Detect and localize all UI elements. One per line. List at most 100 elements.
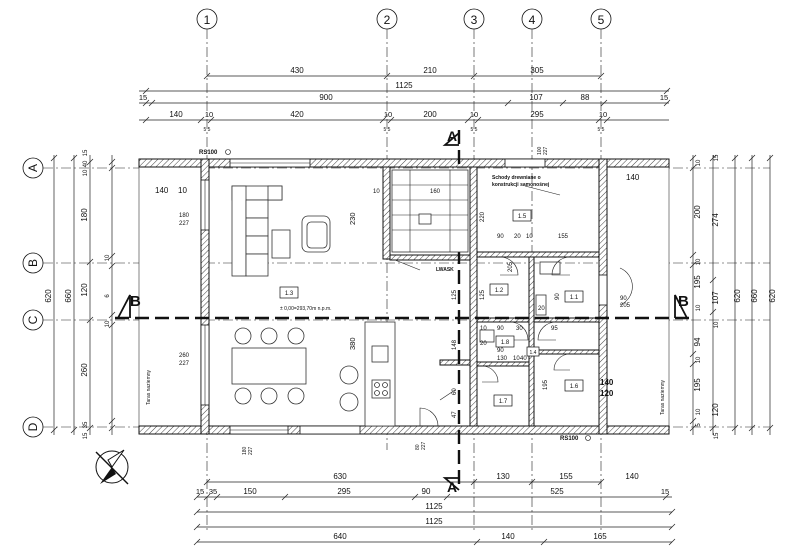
int-dim-220: 220 (480, 211, 486, 222)
dim-top-107: 107 (529, 93, 543, 102)
dimensions-left: 620 660 40 15 10 180 120 260 35 15 10 6 … (44, 149, 116, 439)
dim-bottom-630: 630 (333, 472, 347, 481)
stairs-note-line-2: konstrukcji samonośnej (492, 182, 550, 188)
level-label: ± 0,00=293,70m n.p.m. (280, 306, 332, 312)
dim-bottom-140: 140 (625, 472, 639, 481)
dim-top-5a: 5 5 (204, 127, 211, 133)
room-1-4: 1.4 (530, 350, 537, 356)
int-dim-60: 60 (452, 388, 458, 395)
terrace-right-label: Taras naziemny (660, 379, 666, 415)
int-dim-160: 160 (430, 189, 441, 195)
dim-bottom-130: 130 (496, 472, 510, 481)
int-dim-205: 205 (508, 261, 514, 272)
int-dim-148: 148 (452, 339, 458, 350)
dim-right-195b: 195 (693, 378, 702, 392)
room-labels: 1.3 1.5 1.2 1.1 1.8 1.7 1.6 1.4 (279, 209, 584, 407)
room-1-8: 1.8 (501, 340, 510, 346)
dim-top-10a: 10 (205, 110, 213, 119)
dim-top-200: 200 (423, 110, 437, 119)
dim-bottom-525: 525 (550, 487, 564, 496)
dim-top-10d: 10 (599, 110, 607, 119)
dim-top-430: 430 (290, 66, 304, 75)
kitchen-counter (364, 321, 396, 427)
dim-left-mid-10b: 10 (105, 320, 111, 327)
dim-right-274: 274 (711, 213, 720, 227)
lwask-label: LWASK (436, 267, 454, 273)
dim-bottom-150: 150 (243, 487, 257, 496)
dim-top-5b: 5 5 (384, 127, 391, 133)
int-dim-130: 130 (497, 356, 508, 362)
window-note-5a: 90 (620, 296, 627, 302)
dim-left-660: 660 (64, 289, 73, 303)
dim-right-94: 94 (693, 337, 702, 346)
dim-left-10: 10 (83, 169, 89, 176)
dim-top-1125: 1125 (395, 81, 413, 90)
dim-right-5: 5 (696, 423, 702, 427)
bathroom-fixtures (479, 261, 561, 343)
terraces: Taras naziemny Taras naziemny (138, 165, 670, 429)
int-dim-95: 95 (551, 326, 558, 332)
int-dim-125a: 125 (452, 289, 458, 300)
dimensions-bottom: 630 130 155 140 15 35 150 295 90 525 15 … (193, 472, 676, 546)
window-note-2a: 260 (179, 353, 190, 359)
dining-chairs (234, 327, 305, 405)
axis-grid-top: 1 2 3 4 5 (196, 8, 612, 530)
int-dim-40: 40 (520, 356, 527, 362)
dimensions-right: 10 15 200 10 195 10 94 10 195 10 15 5 27… (689, 154, 777, 439)
north-arrow-icon (95, 449, 129, 485)
dim-top-5d: 5 5 (598, 127, 605, 133)
dim-right-15b: 15 (714, 432, 720, 439)
int-dim-20b: 20 (480, 341, 487, 347)
dim-right-200: 200 (693, 205, 702, 219)
dim-top-420: 420 (290, 110, 304, 119)
window-note-4a: 100 (537, 146, 543, 155)
dim-left-mid-6: 6 (105, 294, 111, 298)
axis-label-D: D (26, 422, 40, 431)
axis-label-5: 5 (598, 13, 605, 27)
room-1-6: 1.6 (570, 384, 579, 390)
annotations: RS100 RS100 Schody drewniane o konstrukc… (155, 146, 640, 455)
rs-top-label: RS100 (199, 150, 218, 156)
dim-left-mid-10a: 10 (105, 254, 111, 261)
dim-left-120: 120 (80, 283, 89, 297)
axis-label-3: 3 (471, 13, 478, 27)
staircase (391, 169, 469, 253)
int-dim-90a: 90 (497, 234, 504, 240)
dim-top-900: 900 (319, 93, 333, 102)
dim-bottom-90: 90 (422, 487, 431, 496)
rs-bottom-label: RS100 (560, 436, 579, 442)
dim-right-620a: 620 (733, 289, 742, 303)
int-dim-195: 195 (543, 379, 549, 390)
furniture (231, 169, 561, 427)
window-dim-left-a: 10 (178, 186, 187, 195)
window-note-3b: 227 (248, 446, 254, 455)
dim-left-180: 180 (80, 208, 89, 222)
doors (394, 256, 633, 427)
section-a-bottom: A (447, 479, 457, 495)
int-dim-125b: 125 (480, 289, 486, 300)
dim-top-10b: 10 (384, 110, 392, 119)
window-note-1a: 180 (179, 213, 190, 219)
dim-left-260: 260 (80, 363, 89, 377)
dim-top-88: 88 (581, 93, 590, 102)
window-note-1b: 227 (179, 221, 190, 227)
dim-bottom-1125b: 1125 (425, 517, 443, 526)
int-dim-10d: 10 (513, 356, 520, 362)
room-1-2: 1.2 (495, 288, 504, 294)
int-dim-380: 380 (348, 337, 357, 350)
dim-bottom-165: 165 (593, 532, 607, 541)
int-dim-90d: 90 (497, 348, 504, 354)
dim-left-15b: 15 (83, 432, 89, 439)
dim-right-10a: 10 (696, 159, 702, 166)
dim-bottom-155: 155 (559, 472, 573, 481)
dim-top-305: 305 (530, 66, 544, 75)
room-1-7: 1.7 (499, 399, 508, 405)
dim-bottom-15b: 15 (661, 487, 669, 496)
dim-bottom-140b: 140 (501, 532, 515, 541)
dim-right-660: 660 (750, 289, 759, 303)
dim-right-15a: 15 (714, 154, 720, 161)
axis-label-B: B (26, 259, 40, 267)
windows (200, 158, 608, 435)
int-dim-30: 30 (516, 326, 523, 332)
